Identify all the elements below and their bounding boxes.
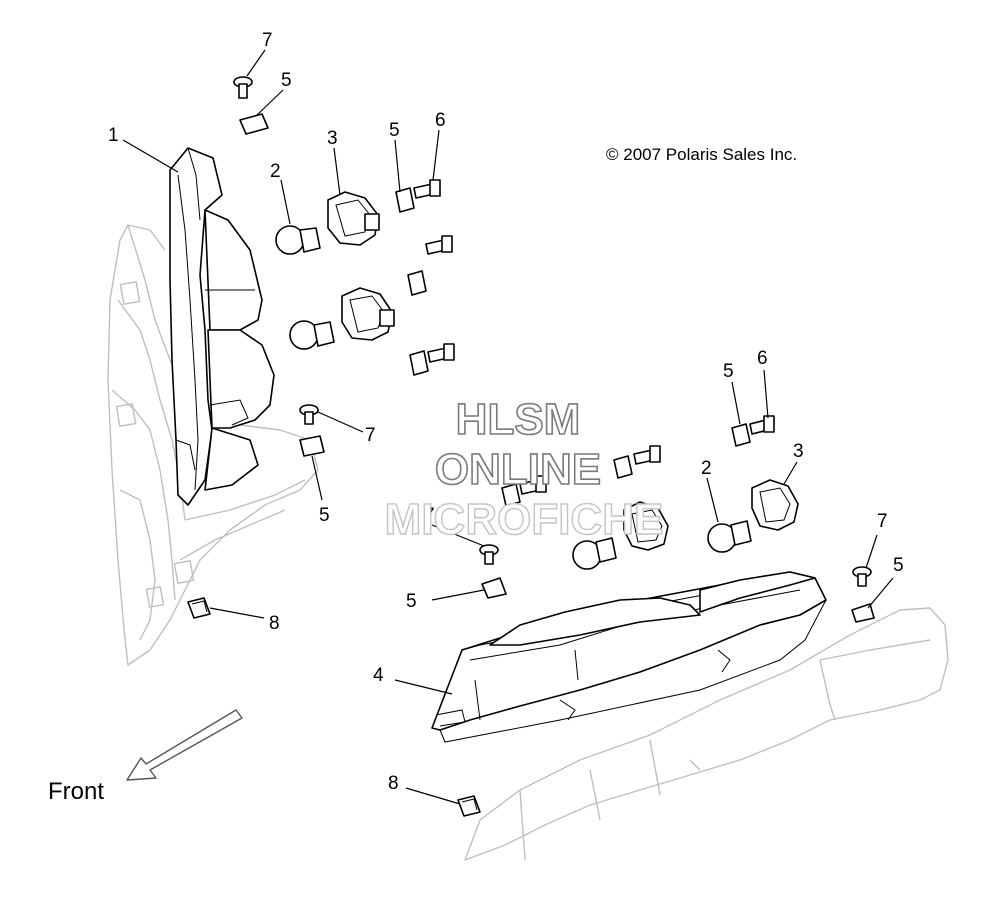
bulb-lower-2 [707, 520, 752, 553]
callout-5-lower-right: 5 [893, 555, 904, 576]
bulb-lower-1 [572, 537, 617, 570]
callout-2-lower: 2 [701, 458, 712, 479]
clip-lower-right [851, 603, 875, 623]
callout-8-left: 8 [269, 613, 280, 634]
watermark-line-1: HLSM [456, 395, 581, 444]
callout-1: 1 [108, 125, 119, 146]
bolt-clip-lower-2 [613, 445, 661, 479]
callout-3-lower: 3 [793, 441, 804, 462]
callout-labels: 1 2 3 5 6 7 5 7 5 8 4 2 3 5 6 7 5 7 5 8 [108, 30, 904, 794]
nut-left [187, 597, 211, 619]
socket-upper-1 [327, 191, 380, 246]
clip-top [239, 113, 269, 135]
socket-lower-1 [623, 501, 669, 551]
headlight-assembly-right [431, 571, 827, 743]
callout-7-mid: 7 [365, 425, 376, 446]
screw-top [233, 76, 253, 99]
screw-lower-mid [479, 544, 499, 565]
watermark-line-3: MICROFICHE [385, 495, 664, 544]
callout-7-top: 7 [262, 30, 273, 51]
callout-5-top: 5 [281, 70, 292, 91]
screw-lower-right [852, 566, 872, 587]
bulb-upper-2 [289, 320, 335, 350]
callout-3-upper: 3 [327, 128, 338, 149]
watermark: HLSM ONLINE MICROFICHE [384, 394, 664, 545]
watermark-line-2: ONLINE [435, 445, 601, 494]
copyright-notice: © 2007 Polaris Sales Inc. [606, 145, 797, 164]
bolt-clip-upper-2 [407, 235, 453, 296]
socket-upper-2 [341, 287, 395, 341]
callout-8-right: 8 [388, 773, 399, 794]
clip-lower-mid [481, 577, 507, 599]
callout-7-lower-right: 7 [877, 511, 888, 532]
callout-4: 4 [373, 665, 384, 686]
callout-5-mid: 5 [319, 505, 330, 526]
callout-7-lower-mid: 7 [424, 505, 435, 526]
callout-5-lower-mid: 5 [406, 591, 417, 612]
callout-6-lower: 6 [757, 348, 768, 369]
ghost-body-right [464, 607, 949, 861]
front-direction-arrow [126, 709, 243, 781]
callout-5-upper-right: 5 [389, 120, 400, 141]
bolt-clip-lower-3 [731, 415, 775, 447]
callout-5-lower-bolt: 5 [723, 361, 734, 382]
bulb-upper-1 [275, 225, 321, 255]
bolt-clip-lower-1 [501, 475, 547, 507]
bolt-clip-upper-3 [409, 343, 455, 376]
screw-mid [299, 404, 319, 425]
callout-2-upper: 2 [270, 161, 281, 182]
headlight-assembly-left [169, 147, 275, 506]
leader-lines [122, 49, 894, 805]
bolt-clip-upper-1 [395, 179, 441, 213]
clip-mid-left [299, 435, 325, 457]
socket-lower-2 [751, 479, 799, 531]
front-label: Front [48, 778, 104, 805]
nut-right [457, 795, 481, 817]
callout-6-upper: 6 [435, 110, 446, 131]
